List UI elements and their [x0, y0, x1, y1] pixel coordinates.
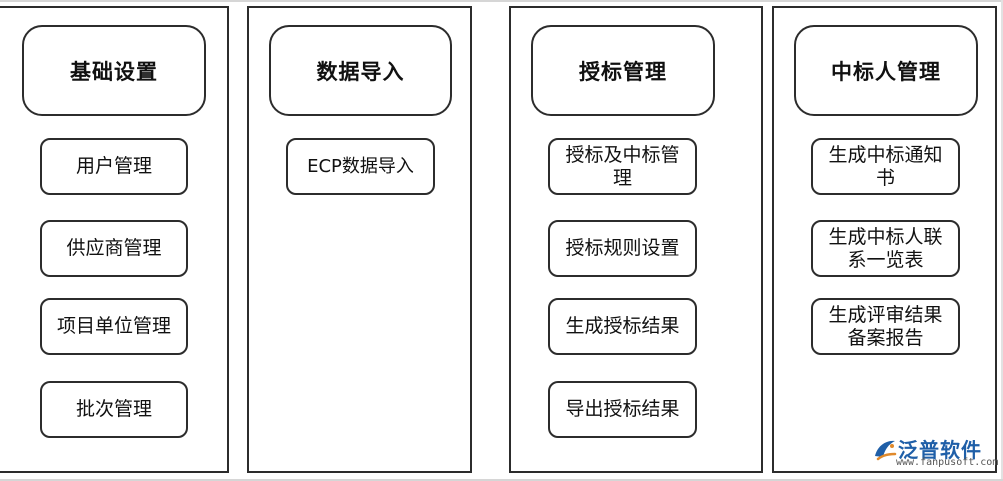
module-box[interactable]: 生成授标结果: [548, 298, 697, 355]
fanpu-logo-icon: [875, 440, 897, 461]
module-label: 导出授标结果: [565, 398, 680, 420]
column-data-import: 数据导入 ECP数据导入: [247, 6, 472, 473]
module-label: 授标规则设置: [565, 237, 680, 259]
module-box[interactable]: 批次管理: [40, 381, 188, 438]
module-label-line: 备案报告: [847, 326, 924, 349]
module-label-line: 生成评审结果: [828, 303, 943, 326]
module-label: ECP数据导入: [307, 156, 414, 177]
module-box[interactable]: 供应商管理: [40, 220, 188, 277]
module-box[interactable]: 用户管理: [40, 138, 188, 195]
module-box[interactable]: ECP数据导入: [286, 138, 435, 195]
column-winner-management: 中标人管理 生成中标通知 书 生成中标人联 系一览表 生成评审结果 备案报告: [772, 6, 997, 473]
module-label-line: 书: [875, 166, 895, 189]
module-box[interactable]: 生成中标通知 书: [811, 138, 960, 195]
module-box[interactable]: 生成中标人联 系一览表: [811, 220, 960, 277]
module-label: 生成授标结果: [565, 315, 680, 337]
module-label-line: 授标及中标管: [565, 143, 680, 166]
module-box[interactable]: 导出授标结果: [548, 381, 697, 438]
module-label-line: 生成中标人联: [828, 225, 943, 248]
top-border: [0, 0, 1003, 2]
module-box[interactable]: 项目单位管理: [40, 298, 188, 355]
fanpu-logo: 泛普软件 www.fanpusoft.com: [872, 434, 998, 470]
logo-url: www.fanpusoft.com: [896, 457, 999, 468]
column-award-management: 授标管理 授标及中标管 理 授标规则设置 生成授标结果 导出授标结果: [509, 6, 763, 473]
right-border: [1001, 0, 1003, 481]
column-header[interactable]: 数据导入: [269, 25, 452, 116]
module-label: 用户管理: [75, 155, 152, 177]
logo-name: 泛普软件: [898, 438, 982, 462]
column-header[interactable]: 中标人管理: [794, 25, 978, 116]
module-label: 供应商管理: [66, 237, 162, 259]
column-basic-settings: 基础设置 用户管理 供应商管理 项目单位管理 批次管理: [0, 6, 229, 473]
column-header[interactable]: 授标管理: [531, 25, 715, 116]
module-box[interactable]: 授标规则设置: [548, 220, 697, 277]
module-label-line: 系一览表: [847, 248, 924, 271]
module-label: 项目单位管理: [56, 315, 171, 337]
column-header[interactable]: 基础设置: [22, 25, 206, 116]
module-label-line: 理: [612, 166, 632, 189]
module-label: 批次管理: [75, 398, 152, 420]
module-box[interactable]: 授标及中标管 理: [548, 138, 697, 195]
bottom-border: [0, 479, 1003, 481]
module-box[interactable]: 生成评审结果 备案报告: [811, 298, 960, 355]
module-label-line: 生成中标通知: [828, 143, 943, 166]
